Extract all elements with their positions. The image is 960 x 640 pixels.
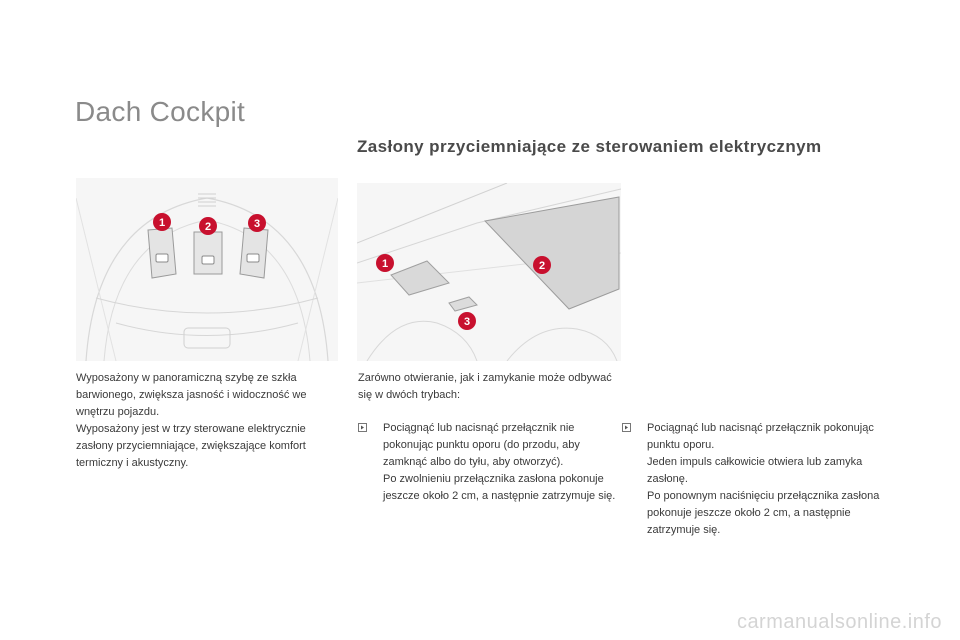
svg-text:3: 3 (254, 218, 260, 230)
callout-2: 2 (199, 217, 217, 235)
bullet-line: Pociągnąć lub nacisnąć przełącznik pokon… (647, 422, 874, 451)
section-heading: Zasłony przyciemniające ze sterowaniem e… (357, 137, 822, 156)
callout-2: 2 (533, 256, 551, 274)
bullet-text: Pociągnąć lub nacisnąć przełącznik nie p… (383, 420, 620, 505)
arrow-icon (358, 423, 368, 433)
arrow-icon (622, 423, 632, 433)
svg-text:3: 3 (464, 316, 470, 328)
bullet-line: Po ponownym naciśnięciu przełącznika zas… (647, 490, 880, 536)
intro-paragraph: Wyposażony w panoramiczną szybę ze szkła… (76, 372, 307, 418)
watermark: carmanualsonline.info (736, 611, 942, 633)
callout-3: 3 (248, 214, 266, 232)
intro-paragraph: Wyposażony jest w trzy sterowane elektry… (76, 423, 306, 469)
svg-text:1: 1 (382, 258, 388, 270)
svg-text:1: 1 (159, 217, 165, 229)
panoramic-roof-figure: 1 2 3 (357, 183, 621, 361)
svg-text:2: 2 (539, 260, 545, 272)
bullet-text: Pociągnąć lub nacisnąć przełącznik pokon… (647, 420, 886, 539)
bullet-line: Po zwolnieniu przełącznika zasłona pokon… (383, 473, 616, 502)
bullet-item: Pociągnąć lub nacisnąć przełącznik pokon… (622, 420, 886, 539)
intro-text: Wyposażony w panoramiczną szybę ze szkła… (76, 370, 344, 472)
callout-3: 3 (458, 312, 476, 330)
modes-intro: Zarówno otwieranie, jak i zamykanie może… (358, 372, 612, 401)
bullet-line: Jeden impuls całkowicie otwiera lub zamy… (647, 456, 863, 485)
roof-console-figure: 1 2 3 (76, 178, 338, 361)
bullet-item: Pociągnąć lub nacisnąć przełącznik nie p… (358, 420, 620, 505)
callout-1: 1 (153, 213, 171, 231)
svg-text:2: 2 (205, 221, 211, 233)
callout-1: 1 (376, 254, 394, 272)
panoramic-roof-illustration: 1 2 3 (357, 183, 621, 361)
page-title: Dach Cockpit (75, 96, 246, 127)
bullet-line: Pociągnąć lub nacisnąć przełącznik nie p… (383, 422, 580, 468)
roof-console-illustration: 1 2 3 (76, 178, 338, 361)
